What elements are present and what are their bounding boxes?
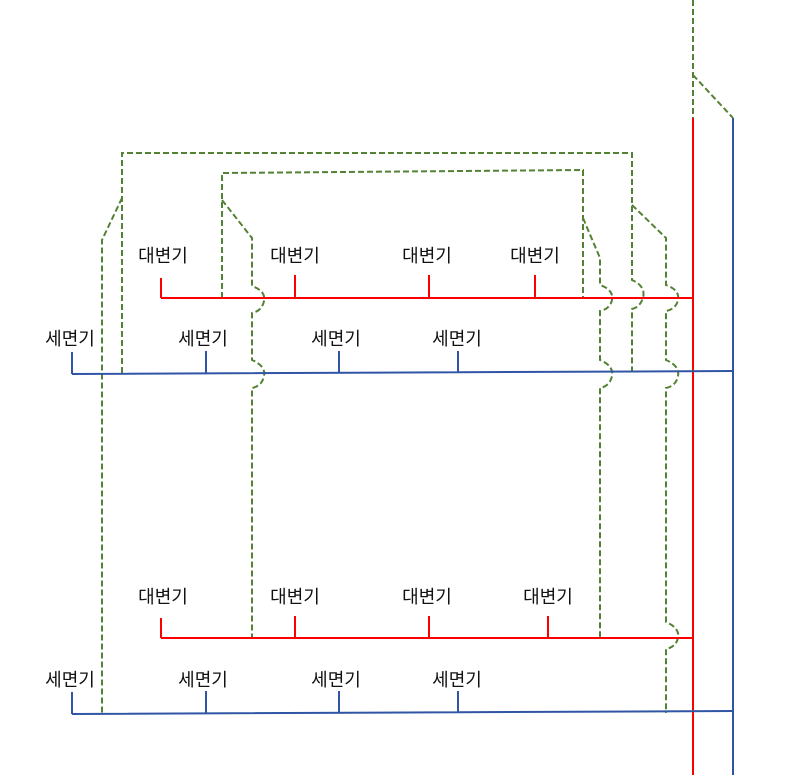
toilet-label: 대변기 xyxy=(138,587,188,608)
sink-label: 세면기 xyxy=(432,670,482,691)
toilet-label: 대변기 xyxy=(138,246,188,267)
vent-inner-right-branch xyxy=(582,217,614,638)
sink-label: 세면기 xyxy=(45,329,95,350)
upper-toilet-drain xyxy=(160,275,693,299)
sink-label: 세면기 xyxy=(178,329,228,350)
lower-sink-drain xyxy=(71,691,734,715)
vent-inner-loop xyxy=(221,168,584,298)
toilet-label: 대변기 xyxy=(402,246,452,267)
upper-sink-drain xyxy=(71,351,734,375)
vent-stack xyxy=(692,0,734,119)
vent-outer-loop xyxy=(121,152,645,373)
toilet-label: 대변기 xyxy=(510,246,560,267)
sink-label: 세면기 xyxy=(178,670,228,691)
drain-pipes xyxy=(160,118,694,775)
sink-label: 세면기 xyxy=(432,329,482,350)
waste-pipes xyxy=(71,118,734,775)
sink-label: 세면기 xyxy=(311,670,361,691)
toilet-label: 대변기 xyxy=(270,246,320,267)
toilet-label: 대변기 xyxy=(270,587,320,608)
toilet-label: 대변기 xyxy=(523,587,573,608)
vent-inner-left-branch xyxy=(221,199,266,638)
vent-pipes xyxy=(101,0,734,713)
lower-toilet-drain xyxy=(160,616,693,639)
vent-left-branch xyxy=(101,197,123,713)
vent-outer-branch xyxy=(631,204,680,713)
toilet-label: 대변기 xyxy=(402,587,452,608)
sink-label: 세면기 xyxy=(45,670,95,691)
sink-label: 세면기 xyxy=(311,329,361,350)
